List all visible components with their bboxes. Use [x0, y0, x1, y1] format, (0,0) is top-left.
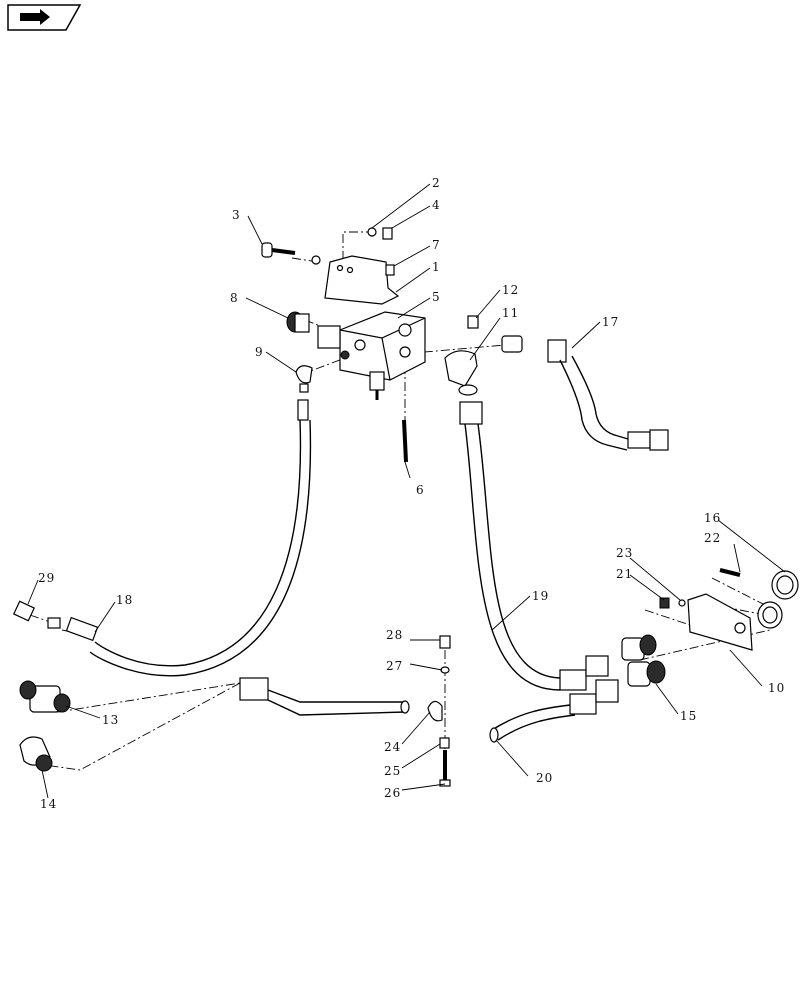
callout-6: 6 [416, 483, 425, 497]
washer [678, 599, 686, 607]
quick-coupler [621, 634, 657, 661]
tee-fitting [19, 680, 71, 713]
valve-block [317, 311, 426, 400]
page-forward-icon [20, 9, 50, 25]
plug-fitting [467, 315, 479, 329]
callout-21: 21 [616, 567, 633, 581]
callout-18: 18 [116, 593, 133, 607]
callout-16: 16 [704, 511, 721, 525]
bolt [261, 242, 296, 258]
hose-assembly-19 [459, 401, 609, 691]
callout-4: 4 [432, 198, 441, 212]
bolt-head [385, 264, 395, 276]
hose-clamp [427, 700, 443, 722]
callout-2: 2 [432, 176, 441, 190]
callout-7: 7 [432, 238, 441, 252]
hose-assembly-20 [239, 677, 619, 743]
callout-13: 13 [102, 713, 119, 727]
callout-12: 12 [502, 283, 519, 297]
callout-14: 14 [40, 797, 57, 811]
bulkhead-nut [757, 601, 783, 629]
elbow-fitting [19, 736, 53, 772]
callout-10: 10 [768, 681, 785, 695]
washer [367, 227, 377, 237]
spacer [439, 737, 450, 749]
callout-23: 23 [616, 546, 633, 560]
mounting-bracket [324, 255, 400, 305]
callout-19: 19 [532, 589, 549, 603]
leader-lines [27, 183, 786, 799]
callout-5: 5 [432, 290, 441, 304]
straight-fitting [286, 311, 310, 333]
hose-assembly-17 [559, 355, 669, 451]
bulkhead-nut [771, 570, 799, 600]
callout-20: 20 [536, 771, 553, 785]
screw [402, 419, 408, 463]
quick-coupler [627, 660, 666, 687]
nut [382, 227, 393, 240]
callout-26: 26 [384, 786, 401, 800]
callout-15: 15 [680, 709, 697, 723]
callout-9: 9 [255, 345, 264, 359]
page-forward-button[interactable] [7, 4, 82, 31]
callout-24: 24 [384, 740, 401, 754]
coupler-bracket [687, 593, 753, 651]
callout-27: 27 [386, 659, 403, 673]
bolt [439, 750, 451, 787]
washer [440, 666, 450, 674]
callout-3: 3 [232, 208, 241, 222]
callout-8: 8 [230, 291, 239, 305]
bolt [719, 568, 741, 577]
callout-28: 28 [386, 628, 403, 642]
nut [659, 597, 670, 609]
callout-labels: 2 3 4 7 1 5 8 9 12 11 17 6 29 18 19 16 2… [38, 176, 785, 811]
hose-assembly-18 [12, 399, 312, 677]
elbow-fitting [444, 350, 478, 396]
callout-22: 22 [704, 531, 721, 545]
callout-25: 25 [384, 764, 401, 778]
callout-11: 11 [502, 306, 519, 320]
callout-1: 1 [432, 260, 441, 274]
washer [311, 255, 321, 265]
callout-29: 29 [38, 571, 55, 585]
nut [439, 635, 451, 649]
elbow-fitting [295, 365, 313, 393]
adapter-fitting [501, 335, 567, 363]
callout-17: 17 [602, 315, 619, 329]
